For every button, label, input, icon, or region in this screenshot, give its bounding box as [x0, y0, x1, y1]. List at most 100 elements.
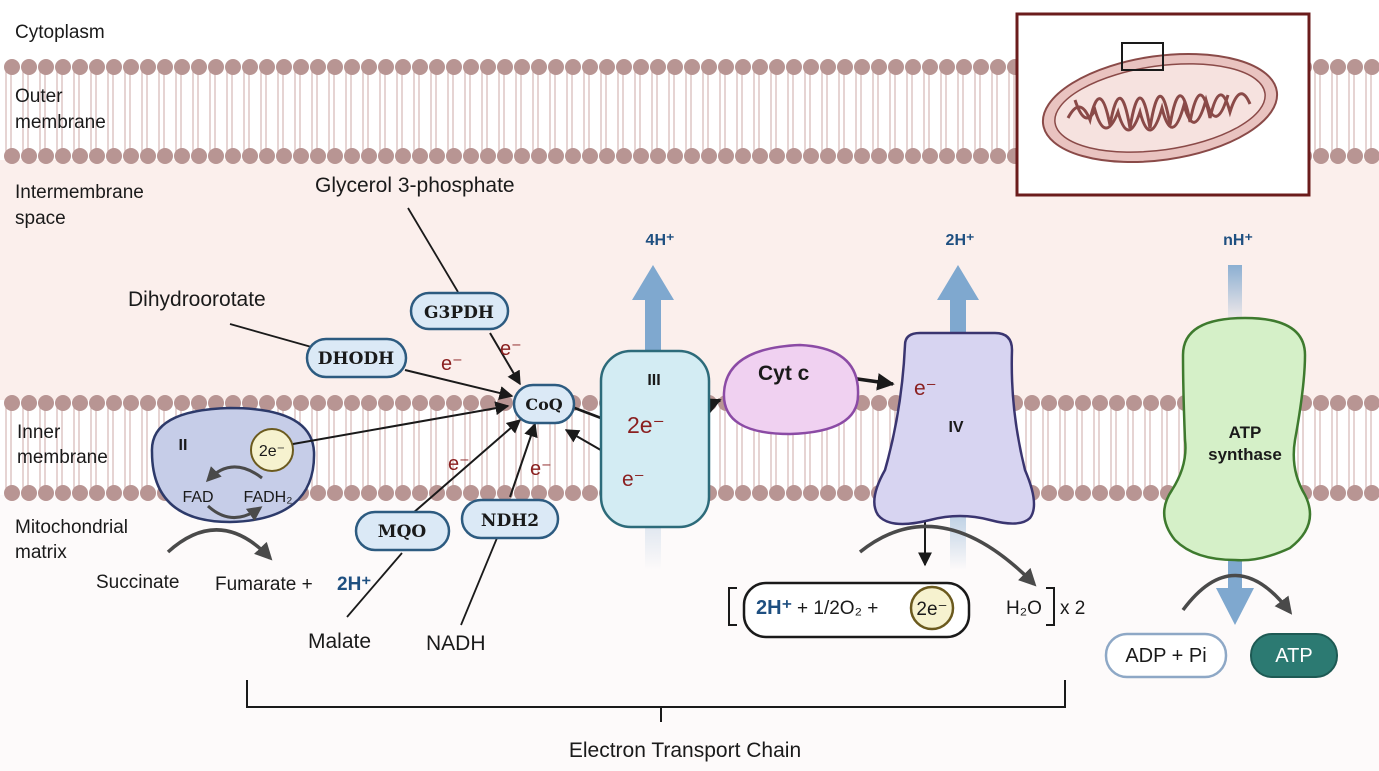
lipid-head	[395, 59, 411, 75]
reaction-electrons: 2e⁻	[916, 599, 947, 620]
dhodh-enzyme: DHODH	[305, 337, 408, 379]
lipid-head	[531, 485, 547, 501]
protons-complex4: 2H⁺	[946, 232, 975, 249]
lipid-head	[361, 485, 377, 501]
lipid-head	[820, 485, 836, 501]
electron-ndh2: e⁻	[530, 458, 552, 480]
lipid-head	[395, 485, 411, 501]
lipid-head	[531, 59, 547, 75]
lipid-head	[123, 485, 139, 501]
nadh-label: NADH	[426, 632, 486, 655]
cytc-label: Cyt c	[758, 362, 810, 385]
ims-label-1: Intermembrane	[15, 182, 144, 203]
lipid-head	[1041, 485, 1057, 501]
lipid-head	[769, 59, 785, 75]
lipid-head	[378, 59, 394, 75]
lipid-head	[820, 148, 836, 164]
lipid-head	[429, 148, 445, 164]
atp-synthase-label-2: synthase	[1208, 445, 1282, 464]
lipid-head	[1313, 148, 1329, 164]
lipid-head	[888, 148, 904, 164]
lipid-head	[497, 395, 513, 411]
lipid-head	[1126, 485, 1142, 501]
g3pdh-enzyme: G3PDH	[409, 291, 510, 331]
lipid-head	[803, 485, 819, 501]
lipid-head	[718, 485, 734, 501]
lipid-head	[735, 148, 751, 164]
lipid-head	[548, 59, 564, 75]
lipid-head	[106, 148, 122, 164]
water-formation-arrow	[858, 524, 1037, 587]
lipid-head	[259, 148, 275, 164]
lipid-head	[1330, 485, 1346, 501]
lipid-head	[310, 59, 326, 75]
lipid-head	[548, 485, 564, 501]
lipid-head	[259, 395, 275, 411]
lipid-head	[480, 148, 496, 164]
lipid-head	[1109, 485, 1125, 501]
lipid-head	[344, 148, 360, 164]
lipid-head	[21, 148, 37, 164]
lipid-head	[310, 395, 326, 411]
lipid-head	[786, 148, 802, 164]
lipid-head	[1092, 485, 1108, 501]
lipid-head	[89, 485, 105, 501]
lipid-head	[463, 395, 479, 411]
matrix-label-1: Mitochondrial	[15, 517, 128, 538]
lipid-head	[1092, 395, 1108, 411]
lipid-head	[446, 148, 462, 164]
lipid-head	[361, 59, 377, 75]
lipid-head	[990, 148, 1006, 164]
lipid-head	[1364, 485, 1379, 501]
lipid-head	[106, 395, 122, 411]
lipid-head	[310, 485, 326, 501]
lipid-head	[497, 148, 513, 164]
ndh2-label: NDH2	[481, 511, 539, 531]
lipid-head	[752, 485, 768, 501]
lipid-head	[140, 148, 156, 164]
lipid-head	[123, 148, 139, 164]
protons-atp-synthase: nH⁺	[1223, 232, 1253, 249]
lipid-head	[55, 148, 71, 164]
lipid-head	[123, 59, 139, 75]
ims-label-2: space	[15, 208, 66, 229]
reaction-electron-circle	[909, 585, 955, 631]
lipid-head	[1024, 395, 1040, 411]
lipid-head	[4, 395, 20, 411]
lipid-head	[174, 59, 190, 75]
lipid-head	[242, 148, 258, 164]
lipid-head	[1364, 59, 1379, 75]
lipid-head	[1075, 395, 1091, 411]
lipid-head	[599, 59, 615, 75]
lipid-head	[1364, 148, 1379, 164]
lipid-head	[89, 59, 105, 75]
lipid-head	[735, 59, 751, 75]
lipid-head	[1313, 485, 1329, 501]
lipid-head	[1347, 148, 1363, 164]
lipid-head	[497, 485, 513, 501]
lipid-head	[293, 59, 309, 75]
lipid-head	[344, 395, 360, 411]
lipid-head	[905, 59, 921, 75]
lipid-head	[1347, 485, 1363, 501]
lipid-head	[395, 148, 411, 164]
lipid-head	[446, 59, 462, 75]
lipid-head	[327, 395, 343, 411]
lipid-head	[191, 395, 207, 411]
lipid-head	[616, 148, 632, 164]
mqo-enzyme: MQO	[354, 510, 451, 552]
inner-membrane-label-1: Inner	[17, 422, 61, 443]
lipid-head	[21, 395, 37, 411]
cytoplasm-label: Cytoplasm	[15, 22, 105, 43]
lipid-head	[871, 59, 887, 75]
lipid-head	[735, 485, 751, 501]
fumarate-label: Fumarate +	[215, 574, 313, 595]
lipid-head	[191, 59, 207, 75]
lipid-head	[140, 395, 156, 411]
lipid-head	[956, 148, 972, 164]
lipid-head	[701, 59, 717, 75]
lipid-head	[55, 59, 71, 75]
oxygen-reduction-reaction: 2H⁺ + 1/2O₂ + 2e⁻ H₂O x 2	[728, 581, 1085, 639]
lipid-head	[582, 59, 598, 75]
lipid-head	[837, 148, 853, 164]
